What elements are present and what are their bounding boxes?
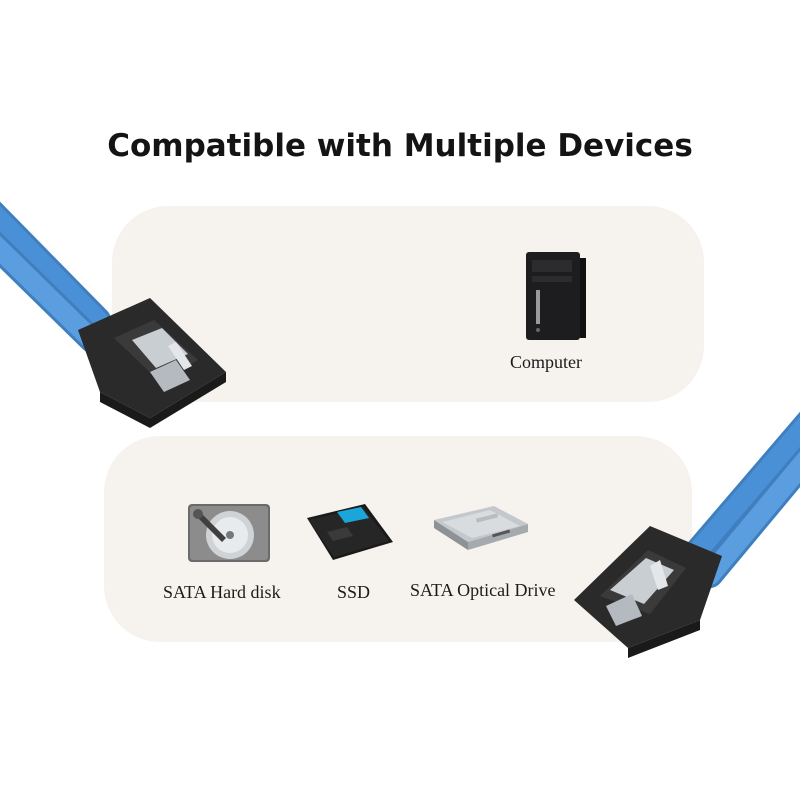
computer-label: Computer: [510, 352, 582, 372]
cable-top-left: [0, 201, 111, 353]
cable-bottom-right: [677, 411, 800, 588]
optical-drive-label: SATA Optical Drive: [410, 580, 556, 600]
connector-bottom-right: [574, 526, 722, 658]
connector-top-left: [78, 298, 226, 428]
optical-drive-icon: [432, 502, 530, 554]
hard-disk-icon: [186, 502, 272, 564]
hard-disk-label: SATA Hard disk: [163, 582, 281, 602]
desktop-tower-icon: [522, 250, 588, 344]
page-title: Compatible with Multiple Devices: [107, 128, 693, 164]
ssd-icon: [303, 500, 395, 562]
ssd-label: SSD: [337, 582, 371, 602]
